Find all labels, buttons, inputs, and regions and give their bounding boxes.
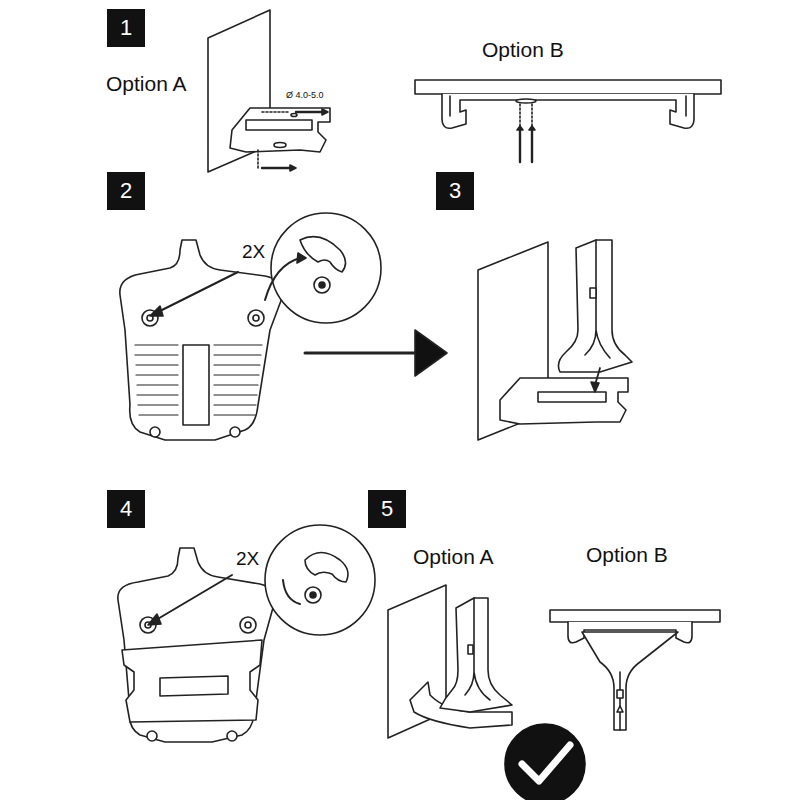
step-number-box: 1 xyxy=(107,9,145,47)
quantity-label: 2X xyxy=(236,549,259,570)
step-number: 1 xyxy=(120,17,132,39)
quantity-label: 2X xyxy=(242,242,265,263)
shelf-mounted-router xyxy=(550,610,720,730)
flow-arrow xyxy=(305,330,447,376)
router-with-bracket xyxy=(118,525,375,742)
option-label: Option B xyxy=(482,38,564,61)
step-number: 2 xyxy=(120,180,132,202)
wall-bracket-install xyxy=(208,10,330,172)
step-number-box: 5 xyxy=(368,490,406,528)
wall-mounted-router xyxy=(388,585,512,738)
option-label: Option B xyxy=(586,543,668,566)
shelf-bracket-install xyxy=(415,80,721,162)
option-label: Option A xyxy=(106,72,187,95)
option-label: Option A xyxy=(413,545,494,568)
check-mark xyxy=(505,724,585,800)
step-number-box: 2 xyxy=(107,172,145,210)
step-number-box: 4 xyxy=(107,490,145,528)
step-number: 5 xyxy=(381,498,393,520)
dimension: Ø 4.0-5.0 xyxy=(286,91,324,101)
router-onto-bracket xyxy=(478,240,632,440)
step-number: 4 xyxy=(120,498,132,520)
router-back-view xyxy=(120,213,381,440)
step-number: 3 xyxy=(449,180,461,202)
step-number-box: 3 xyxy=(436,172,474,210)
